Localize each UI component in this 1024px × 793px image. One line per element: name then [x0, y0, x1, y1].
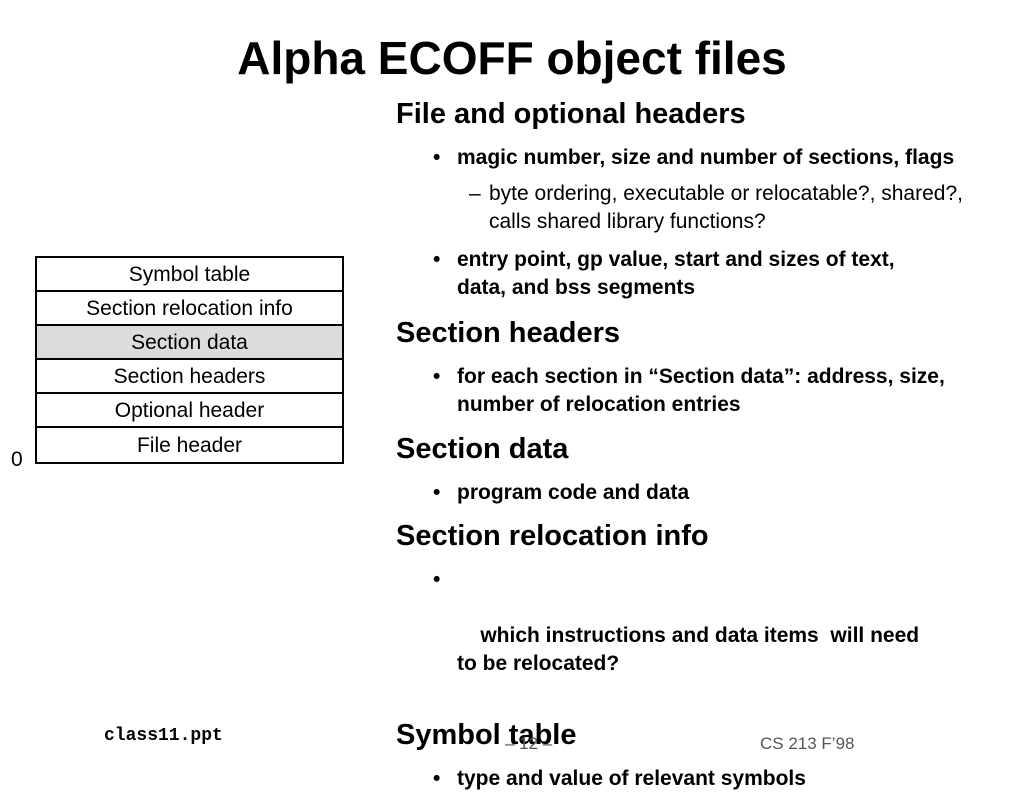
bullet-icon: • [433, 248, 441, 271]
list-item: • magic number, size and number of secti… [433, 144, 996, 172]
list-item: • for each section in “Section data”: ad… [433, 363, 997, 419]
list-item: • type and value of relevant symbols [433, 765, 996, 793]
heading-section-relocation-info: Section relocation info [396, 520, 709, 552]
bullet-text: type and value of relevant symbols [457, 767, 806, 790]
footer-filename: class11.ppt [104, 726, 223, 746]
bullet-text: for each section in “Section data”: addr… [457, 365, 945, 416]
object-file-layout-diagram: Symbol table Section relocation info Sec… [35, 256, 344, 464]
diagram-block-symbol-table: Symbol table [37, 258, 342, 292]
diagram-block-file-header: File header [136, 433, 243, 457]
bullet-text: entry point, gp value, start and sizes o… [457, 248, 895, 299]
bullet-icon: • [433, 365, 441, 388]
bullet-icon: • [433, 146, 441, 169]
bullet-icon: • [433, 767, 441, 790]
content-column: File and optional headers • magic number… [396, 97, 996, 793]
slide-title: Alpha ECOFF object files [237, 32, 787, 84]
bullet-icon: • [433, 481, 441, 504]
footer-course: CS 213 F’98 [760, 734, 855, 753]
heading-file-optional-headers: File and optional headers [396, 98, 746, 130]
diagram-block-section-data: Section data [37, 326, 342, 360]
diagram-origin-label: 0 [11, 448, 23, 471]
diagram-block-section-relocation-info: Section relocation info [37, 292, 342, 326]
dash-icon: – [469, 182, 481, 205]
heading-symbol-table: Symbol table [396, 719, 577, 751]
bullet-text: which instructions and data items will n… [457, 624, 925, 675]
footer-page-number: – 12 – [505, 734, 553, 753]
list-item: • which instructions and data items will… [433, 566, 937, 706]
list-item: • entry point, gp value, start and sizes… [433, 246, 947, 302]
list-item: • program code and data [433, 479, 996, 507]
heading-section-headers: Section headers [396, 317, 621, 349]
bullet-text: magic number, size and number of section… [457, 146, 955, 169]
list-item: – byte ordering, executable or relocatab… [469, 180, 969, 236]
bullet-icon: • [433, 568, 441, 591]
diagram-block-optional-header: Optional header [37, 394, 342, 428]
heading-section-data: Section data [396, 433, 569, 465]
diagram-block-section-headers: Section headers [37, 360, 342, 394]
bullet-text: program code and data [457, 481, 690, 504]
sub-bullet-text: byte ordering, executable or relocatable… [489, 182, 963, 233]
